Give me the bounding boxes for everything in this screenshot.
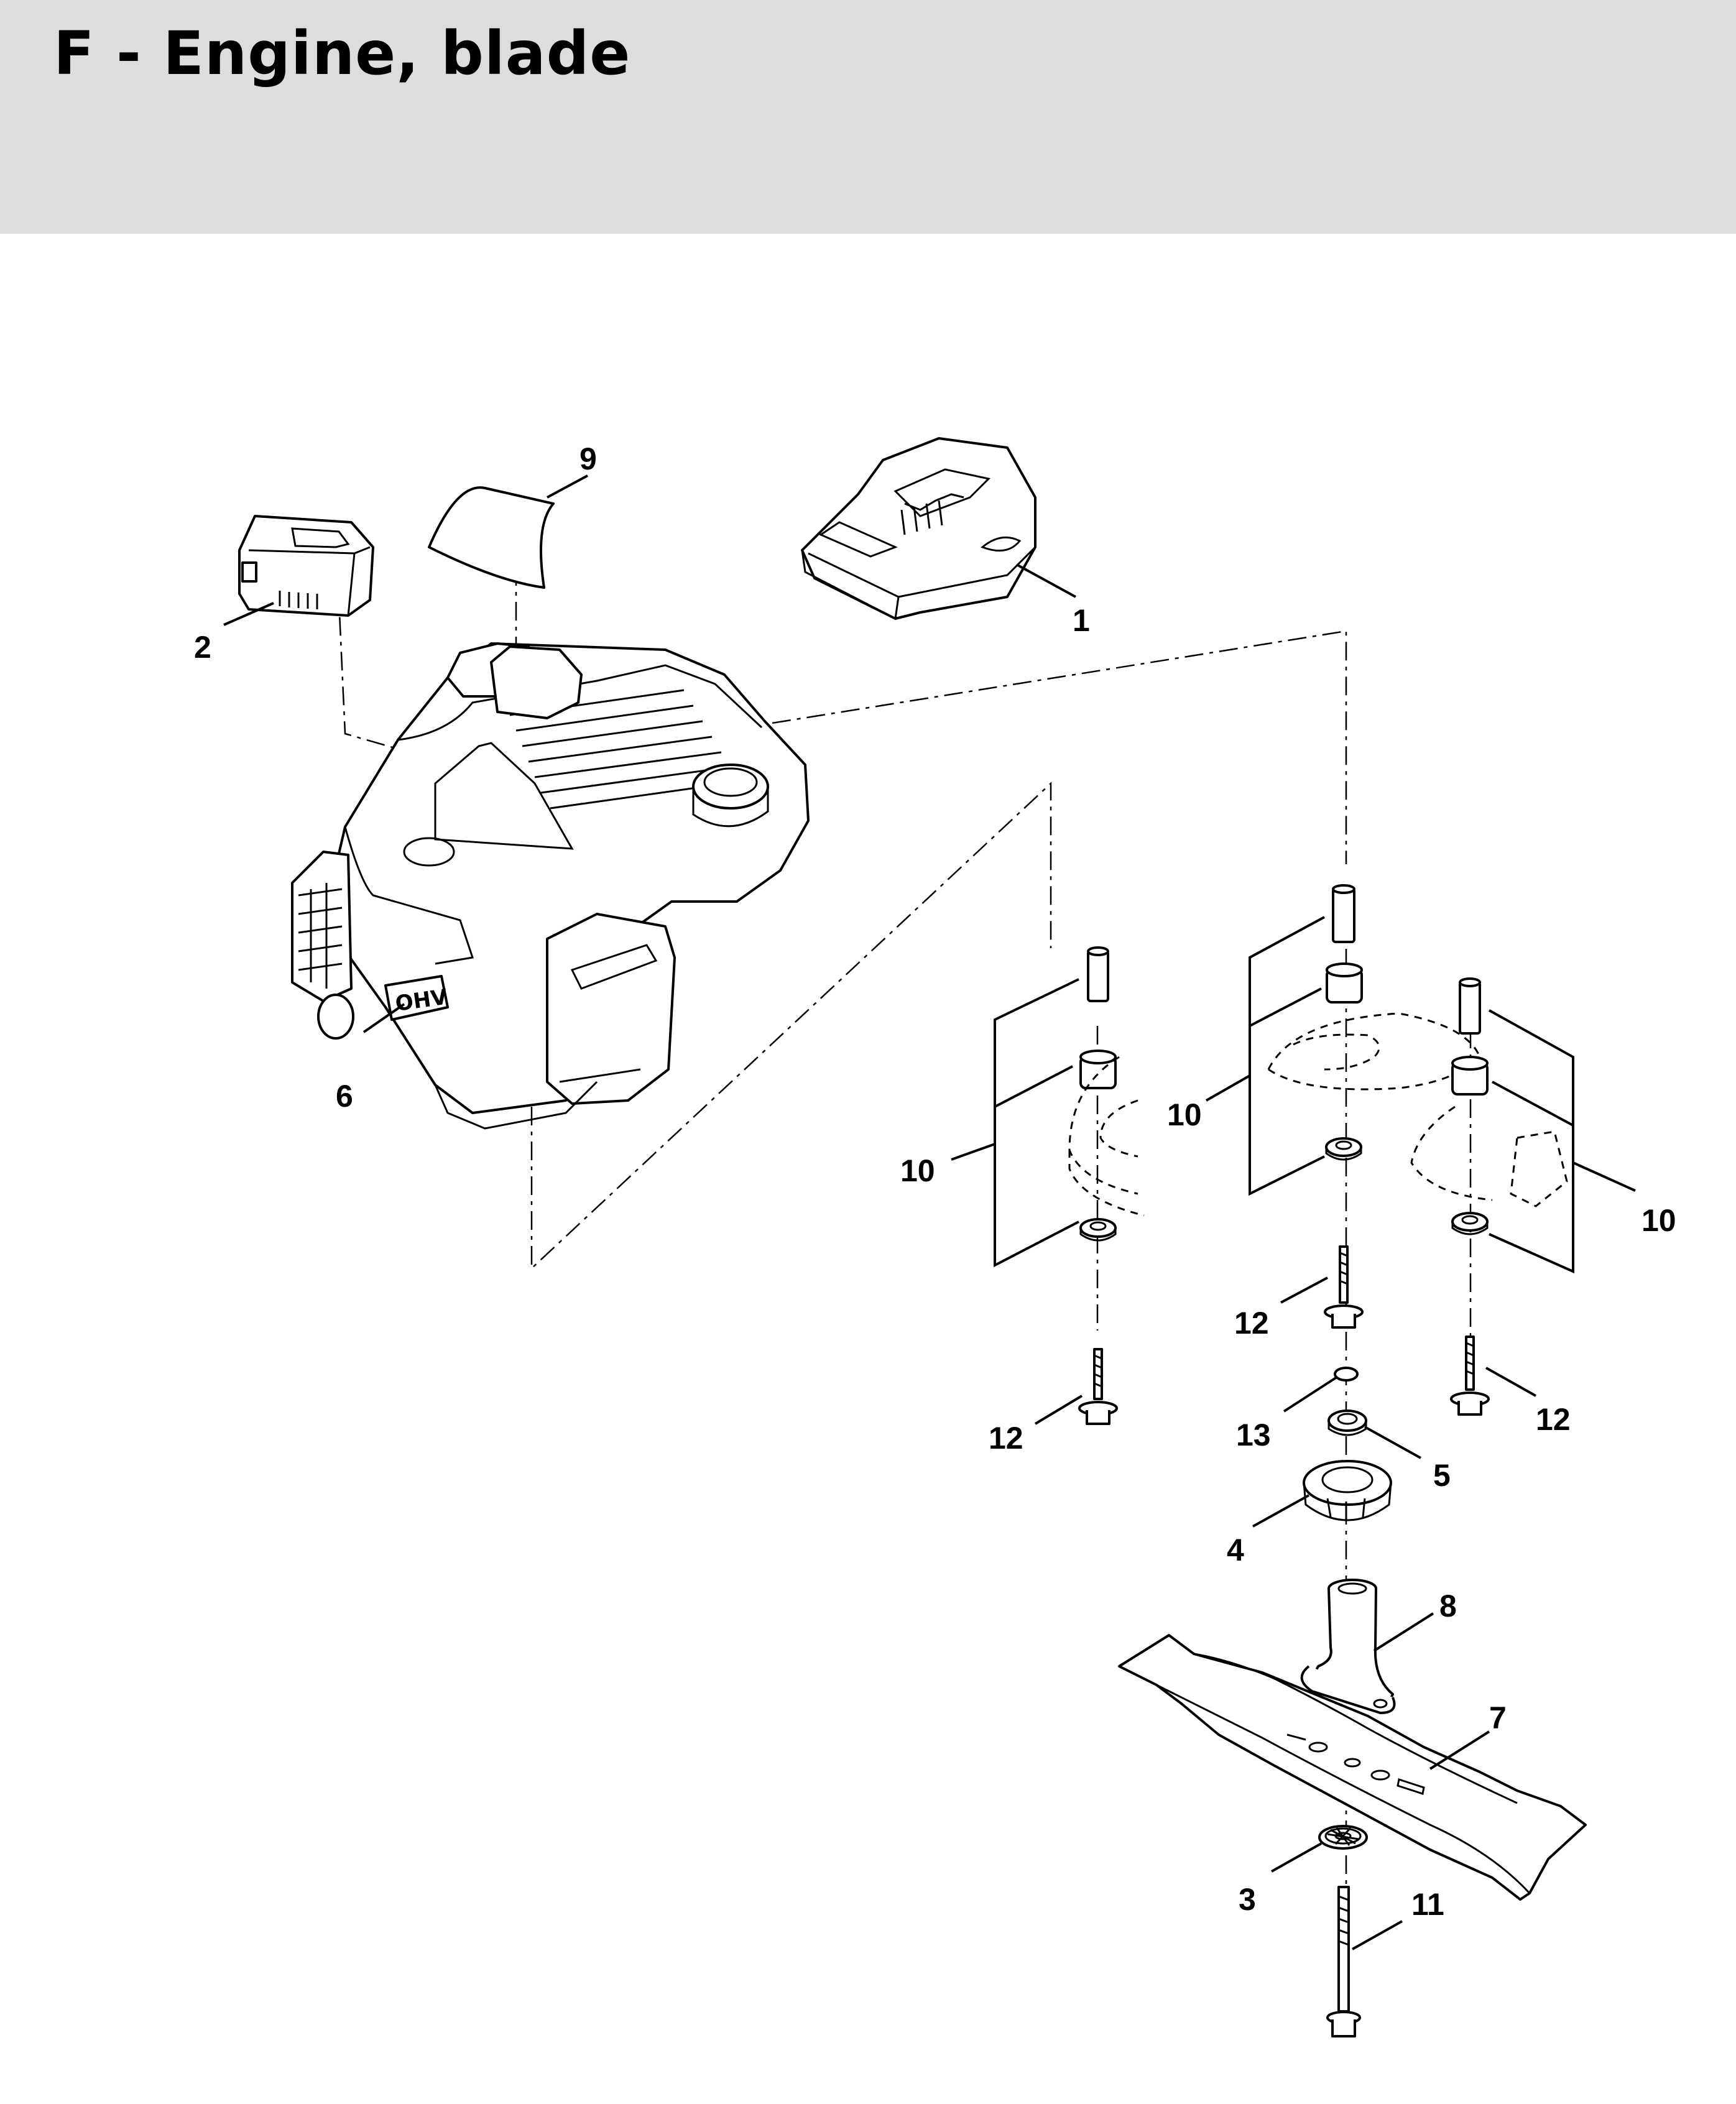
callout-10-right: 10 [1641,1203,1676,1238]
blade [1118,1634,1587,1901]
callout-2: 2 [194,630,211,665]
callouts: 1 2 9 6 10 10 10 12 12 12 13 5 4 8 7 3 1… [194,441,1676,1922]
blade-adapter-kit-left [1068,946,1145,1242]
bolt-right [1450,1336,1490,1416]
callout-10-middle: 10 [1167,1097,1202,1132]
callout-1: 1 [1073,603,1090,638]
blade-adapter-kit-middle [1267,884,1481,1161]
engine: OHV [291,642,810,1130]
callout-6: 6 [336,1079,353,1114]
bolt-middle [1324,1245,1364,1329]
callout-3: 3 [1239,1882,1256,1917]
callout-4: 4 [1227,1533,1244,1567]
bolt-left [1078,1348,1118,1425]
callout-13: 13 [1236,1418,1271,1452]
callout-12-right: 12 [1536,1402,1571,1437]
cover-plate [428,486,555,589]
page-title: F - Engine, blade [53,19,631,88]
charger [801,437,1037,621]
spacer-washer [1327,1410,1367,1436]
header-band: F - Engine, blade [0,0,1736,234]
callout-5: 5 [1433,1458,1451,1493]
callout-12-middle: 12 [1234,1306,1269,1340]
callout-8: 8 [1439,1589,1457,1623]
o-ring [1334,1367,1359,1382]
callout-10-left: 10 [900,1153,935,1188]
blade-adapter [1300,1579,1396,1714]
lock-washer [1318,1825,1368,1850]
callout-11: 11 [1411,1887,1444,1922]
callout-7: 7 [1489,1700,1507,1735]
blade-hub [1303,1460,1392,1521]
blade-bolt [1326,1886,1361,2037]
callout-9: 9 [579,441,597,476]
callout-12-left: 12 [989,1421,1023,1456]
leader-lines [223,474,1636,1950]
battery-pack [238,515,374,617]
blade-adapter-kit-right [1410,977,1568,1235]
